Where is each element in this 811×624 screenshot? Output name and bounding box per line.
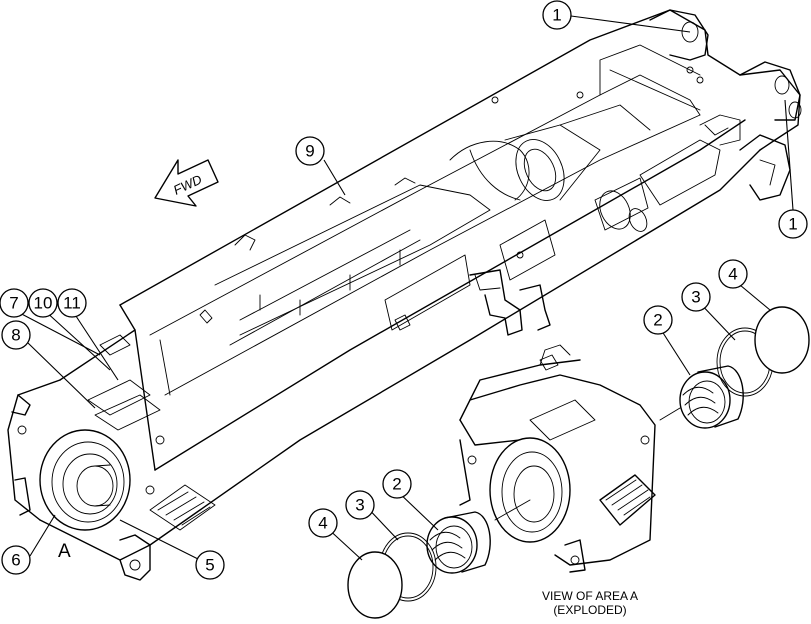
callout-11: 11 <box>57 288 87 318</box>
callout-number: 9 <box>305 142 314 161</box>
callout-number: 3 <box>691 288 700 307</box>
fwd-arrow: FWD <box>154 159 219 207</box>
caption-line-2: (EXPLODED) <box>553 603 626 617</box>
callout-6: 6 <box>1 545 31 575</box>
callout-3-upper: 3 <box>681 282 711 312</box>
callout-number: 2 <box>392 475 401 494</box>
callout-4-upper: 4 <box>718 259 748 289</box>
arrow-left-icon <box>154 159 219 207</box>
callout-number: 4 <box>728 265 737 284</box>
callout-number: 3 <box>355 496 364 515</box>
main-frame <box>7 9 802 581</box>
callout-number: 1 <box>788 215 797 234</box>
callout-number: 4 <box>318 514 327 533</box>
leader-lines <box>13 15 794 561</box>
callout-number: 1 <box>552 6 561 25</box>
callout-number: 10 <box>34 294 53 313</box>
callout-7: 7 <box>0 288 29 318</box>
callout-4-lower: 4 <box>308 508 338 538</box>
callout-1-right: 1 <box>778 209 808 239</box>
exploded-view-area-a <box>347 306 810 619</box>
area-marker-a: A <box>58 541 71 562</box>
callout-number: 7 <box>9 294 18 313</box>
callout-number: 2 <box>653 311 662 330</box>
callout-8: 8 <box>1 320 31 350</box>
callout-10: 10 <box>28 288 58 318</box>
callout-number: 11 <box>63 294 81 313</box>
callout-5: 5 <box>195 550 225 580</box>
callout-2-upper: 2 <box>643 305 673 335</box>
callout-2-lower: 2 <box>382 469 412 499</box>
callout-number: 8 <box>11 326 20 345</box>
callout-1-top: 1 <box>542 0 572 30</box>
callout-number: 5 <box>205 556 214 575</box>
callout-9: 9 <box>295 136 325 166</box>
caption-line-1: VIEW OF AREA A <box>542 589 638 603</box>
callout-number: 6 <box>11 551 20 570</box>
callout-3-lower: 3 <box>345 490 375 520</box>
